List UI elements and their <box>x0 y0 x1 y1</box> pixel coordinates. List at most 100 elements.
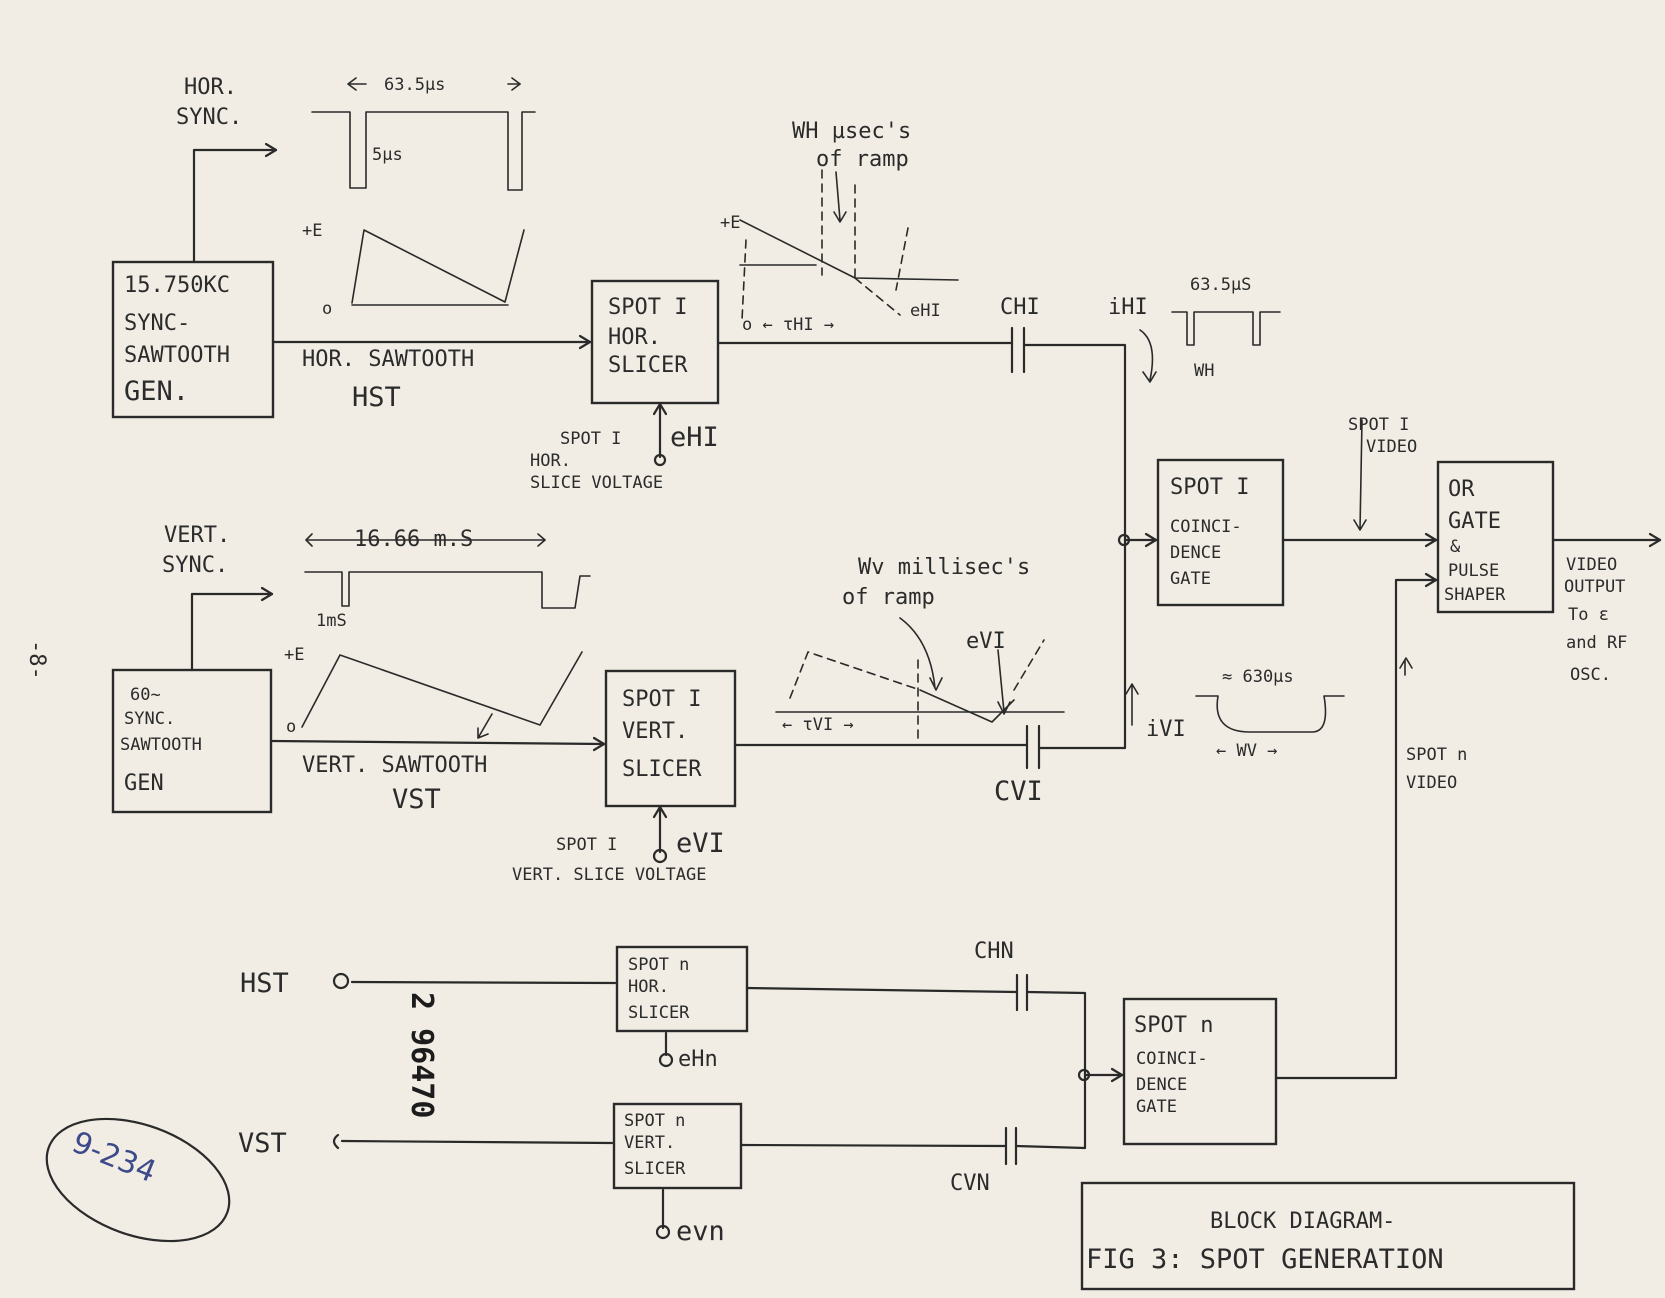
slicer-hn-line3: SLICER <box>628 1003 690 1023</box>
coinc-n-line4: GATE <box>1136 1097 1177 1117</box>
sync-gen-h-line1: 15.750KC <box>124 273 230 298</box>
video-output-4: and RF <box>1566 633 1627 653</box>
title-block-box <box>1080 1181 1576 1291</box>
vert-sync-label-1: VERT. <box>164 523 230 548</box>
title-line1: BLOCK DIAGRAM- <box>1210 1209 1395 1234</box>
coinc-1-line2: COINCI- <box>1170 517 1242 537</box>
handwritten-id: 9-234 <box>67 1125 161 1190</box>
c-vn-label: CVN <box>950 1171 990 1196</box>
coinc-1-line3: DENCE <box>1170 543 1221 563</box>
zero-v-label: o <box>286 717 296 737</box>
coinc-1-text: SPOT I COINCI- DENCE GATE <box>1170 475 1249 589</box>
hor-pulse-label: 5µs <box>372 145 403 165</box>
or-gate-line5: SHAPER <box>1444 585 1506 605</box>
spot1-coincidence-gate-box <box>1156 458 1285 607</box>
sync-gen-v-line3: SAWTOOTH <box>120 735 202 755</box>
wv-ramp-label-1: Wv millisec's <box>858 555 1030 580</box>
e-v1-input-label: eVI <box>676 828 725 859</box>
c-h1-label: CHI <box>1000 295 1040 320</box>
hor-output-waveform <box>1139 311 1281 383</box>
or-gate-line4: PULSE <box>1448 561 1499 581</box>
page-number: -8- <box>24 640 49 680</box>
or-gate-line2: GATE <box>1448 509 1501 534</box>
slicer-vn-text: SPOT n VERT. SLICER <box>624 1111 686 1179</box>
sync-gen-h-line4: GEN. <box>124 376 189 407</box>
slicer-h1-line3: SLICER <box>608 353 688 378</box>
slicer-vn-line1: SPOT n <box>624 1111 685 1131</box>
e-hn-label: eHn <box>678 1047 718 1072</box>
spot1-hor-slice-1: SPOT I <box>560 429 621 449</box>
vst-label: VST <box>392 784 441 815</box>
spotn-coincidence-gate-box <box>1122 997 1278 1146</box>
spotn-video-1: SPOT n <box>1406 745 1467 765</box>
vert-slice-waveform <box>775 617 1065 741</box>
zero-h-label: o <box>322 299 332 319</box>
slicer-v1-text: SPOT I VERT. SLICER <box>622 687 702 782</box>
sync-gen-h-line2: SYNC- <box>124 311 190 336</box>
spot1-vert-slice-1: SPOT I <box>556 835 617 855</box>
tau-v1-label: ← τVI → <box>782 715 854 735</box>
e-v1-wave-label: eVI <box>966 629 1006 654</box>
slicer-vn-line2: VERT. <box>624 1133 675 1153</box>
slicer-h1-line2: HOR. <box>608 325 661 350</box>
vert-sawtooth-waveform <box>301 651 583 739</box>
or-gate-pulse-shaper-box <box>1436 460 1555 614</box>
slicer-v1-line3: SLICER <box>622 757 702 782</box>
c-v1-label: CVI <box>994 776 1043 807</box>
vst-input-label: VST <box>238 1128 287 1159</box>
wh-ramp-label-1: WH µsec's <box>792 119 911 144</box>
wh-label: WH <box>1194 361 1214 381</box>
or-gate-text: OR GATE & PULSE SHAPER <box>1444 477 1506 605</box>
hor-slice-waveform <box>739 169 959 321</box>
wh-ramp-label-2: of ramp <box>816 147 909 172</box>
title-block-text: BLOCK DIAGRAM- FIG 3: SPOT GENERATION <box>1086 1209 1444 1275</box>
e-h1-wave-label: eHI <box>910 301 941 321</box>
e-h1-input-label: eHI <box>670 422 719 453</box>
spot1-video-1: SPOT I <box>1348 415 1409 435</box>
coinc-n-line3: DENCE <box>1136 1075 1187 1095</box>
plus-e-slice-label: +E <box>720 213 740 233</box>
spotn-video-2: VIDEO <box>1406 773 1457 793</box>
slicer-h1-text: SPOT I HOR. SLICER <box>608 295 688 378</box>
vert-pulse-label: 1mS <box>316 611 347 631</box>
video-output-1: VIDEO <box>1566 555 1617 575</box>
signal-labels: HOR. SYNC. 63.5µs 5µs +E o HOR. SAWTOOTH… <box>162 75 1627 1247</box>
hor-sync-label-1: HOR. <box>184 75 237 100</box>
sync-gen-v-text: 60~ SYNC. SAWTOOTH GEN <box>120 685 202 796</box>
hor-sawtooth-label: HOR. SAWTOOTH <box>302 347 474 372</box>
sync-gen-v-line4: GEN <box>124 771 164 796</box>
spot1-hor-slice-3: SLICE VOLTAGE <box>530 473 663 493</box>
i-h1-label: iHI <box>1108 295 1148 320</box>
slicer-hn-line1: SPOT n <box>628 955 689 975</box>
slicer-h1-line1: SPOT I <box>608 295 687 320</box>
hor-sync-waveform <box>311 77 536 191</box>
coinc-n-line2: COINCI- <box>1136 1049 1208 1069</box>
c-hn-label: CHN <box>974 939 1014 964</box>
i-v1-label: iVI <box>1146 717 1186 742</box>
coinc-n-text: SPOT n COINCI- DENCE GATE <box>1134 1013 1213 1117</box>
video-output-5: OSC. <box>1570 665 1611 685</box>
hst-input-label: HST <box>240 968 289 999</box>
video-output-3: To ε <box>1568 605 1609 625</box>
tau-h1-label: o ← τHI → <box>742 315 834 335</box>
plus-e-h-label: +E <box>302 221 322 241</box>
or-gate-line1: OR <box>1448 477 1475 502</box>
hor-sawtooth-waveform <box>351 229 525 306</box>
spot1-video-2: VIDEO <box>1366 437 1417 457</box>
slicer-hn-text: SPOT n HOR. SLICER <box>628 955 690 1023</box>
hst-label: HST <box>352 382 401 413</box>
vert-output-waveform <box>1125 683 1345 733</box>
vert-sync-waveform <box>304 533 591 609</box>
handwritten-oval <box>45 1117 231 1243</box>
stamp-number: 2 96470 <box>404 992 439 1118</box>
spot1-vert-slicer-box <box>604 669 737 808</box>
coinc-n-line1: SPOT n <box>1134 1013 1213 1038</box>
wv-ramp-label-2: of ramp <box>842 585 935 610</box>
e-vn-label: evn <box>676 1216 725 1247</box>
sync-gen-h-line3: SAWTOOTH <box>124 343 230 368</box>
hor-sync-label-2: SYNC. <box>176 105 242 130</box>
sync-gen-h-text: 15.750KC SYNC- SAWTOOTH GEN. <box>124 273 230 407</box>
slicer-v1-line1: SPOT I <box>622 687 701 712</box>
video-output-2: OUTPUT <box>1564 577 1625 597</box>
